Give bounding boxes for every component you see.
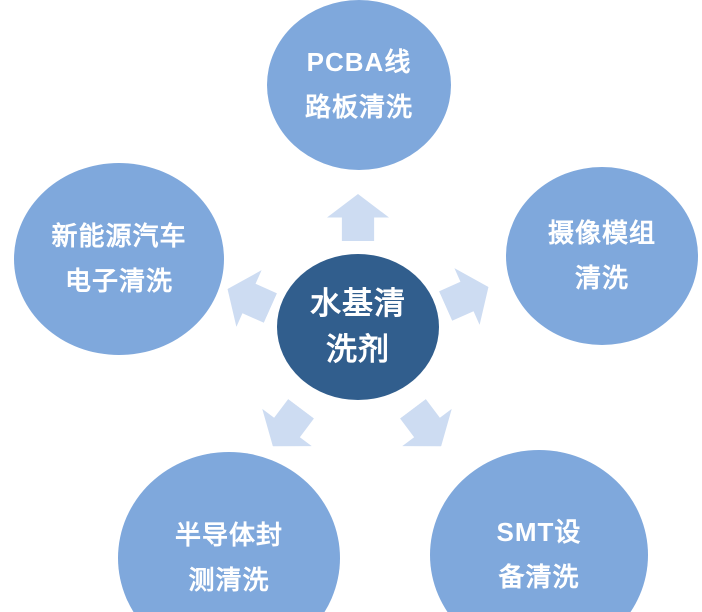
arrow-lower-left-icon — [248, 390, 326, 465]
node-label-line: PCBA线 — [306, 47, 412, 78]
node-label-line: SMT设 — [496, 517, 582, 548]
node-camera-module-cleaning: 摄像模组 清洗 — [506, 167, 698, 345]
arrow-lower-right-icon — [388, 390, 466, 465]
node-semiconductor-cleaning: 半导体封 测清洗 — [118, 452, 340, 612]
node-label-line: 半导体封 — [174, 520, 283, 551]
node-label-line: 备清洗 — [498, 562, 580, 592]
arrow-upper-right-icon — [433, 259, 501, 335]
node-water-based-cleaner: 水基清 洗剂 — [277, 254, 439, 400]
node-label-line: 摄像模组 — [547, 218, 656, 249]
node-label-line: 路板清洗 — [304, 92, 413, 122]
center-label-line: 水基清 — [310, 285, 406, 321]
node-label-line: 清洗 — [574, 263, 629, 293]
node-smt-equipment-cleaning: SMT设 备清洗 — [430, 450, 648, 612]
arrow-upper-left-icon — [215, 261, 283, 337]
node-nev-electronics-cleaning: 新能源汽车 电子清洗 — [14, 163, 224, 355]
arrow-up-icon — [327, 194, 389, 241]
node-label-line: 测清洗 — [188, 565, 270, 595]
node-label-line: 新能源汽车 — [51, 221, 187, 252]
center-label-line: 洗剂 — [326, 332, 390, 367]
node-label-line: 电子清洗 — [64, 266, 173, 296]
node-pcba-cleaning: PCBA线 路板清洗 — [267, 0, 451, 170]
